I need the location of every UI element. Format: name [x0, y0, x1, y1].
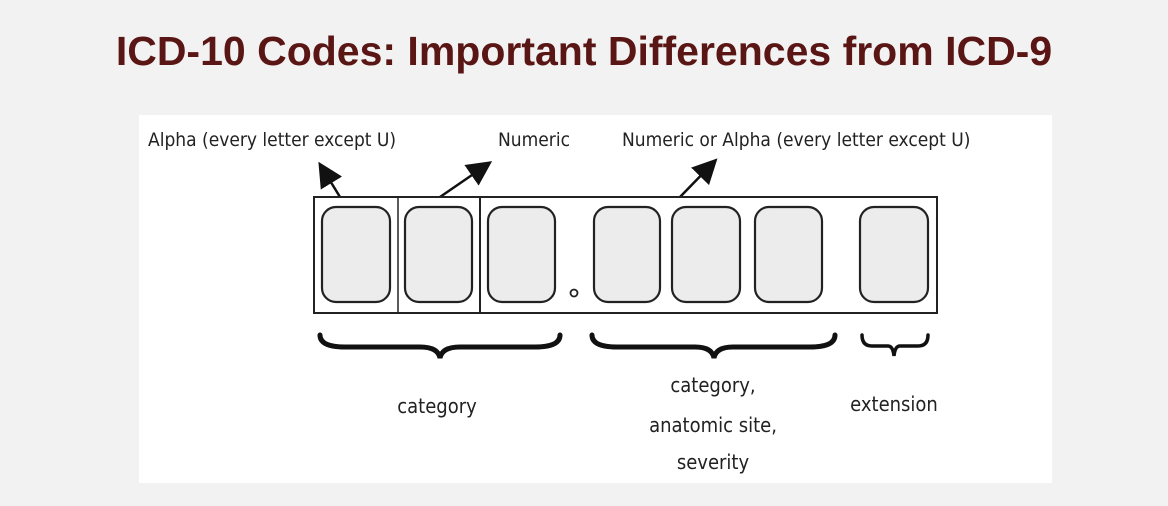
slot-1 — [320, 205, 392, 304]
label-alpha: Alpha (every letter except U) — [148, 129, 396, 151]
label-numeric: Numeric — [498, 129, 570, 151]
label-extension: extension — [850, 392, 938, 416]
slot-2 — [403, 205, 474, 304]
brace-extension — [860, 333, 930, 357]
slot-7 — [858, 205, 930, 304]
slide-title: ICD-10 Codes: Important Differences from… — [115, 28, 1053, 74]
arrow-alpha — [318, 161, 343, 198]
label-subcategory-1: category, — [670, 373, 755, 397]
brace-subcategory — [589, 332, 838, 359]
label-category: category — [397, 394, 477, 418]
code-frame — [313, 196, 938, 314]
brace-category — [317, 332, 563, 359]
arrow-numeric-or-alpha — [679, 158, 718, 198]
slot-4 — [592, 205, 662, 304]
arrow-numeric — [439, 161, 493, 199]
label-subcategory-2: anatomic site, — [649, 413, 777, 437]
slot-3 — [486, 205, 557, 304]
label-numeric-or-alpha: Numeric or Alpha (every letter except U) — [622, 129, 970, 151]
slot-6 — [753, 205, 824, 304]
label-subcategory-3: severity — [677, 450, 750, 474]
slot-5 — [670, 205, 742, 304]
character-slots — [320, 205, 930, 304]
decimal-point — [569, 288, 579, 298]
